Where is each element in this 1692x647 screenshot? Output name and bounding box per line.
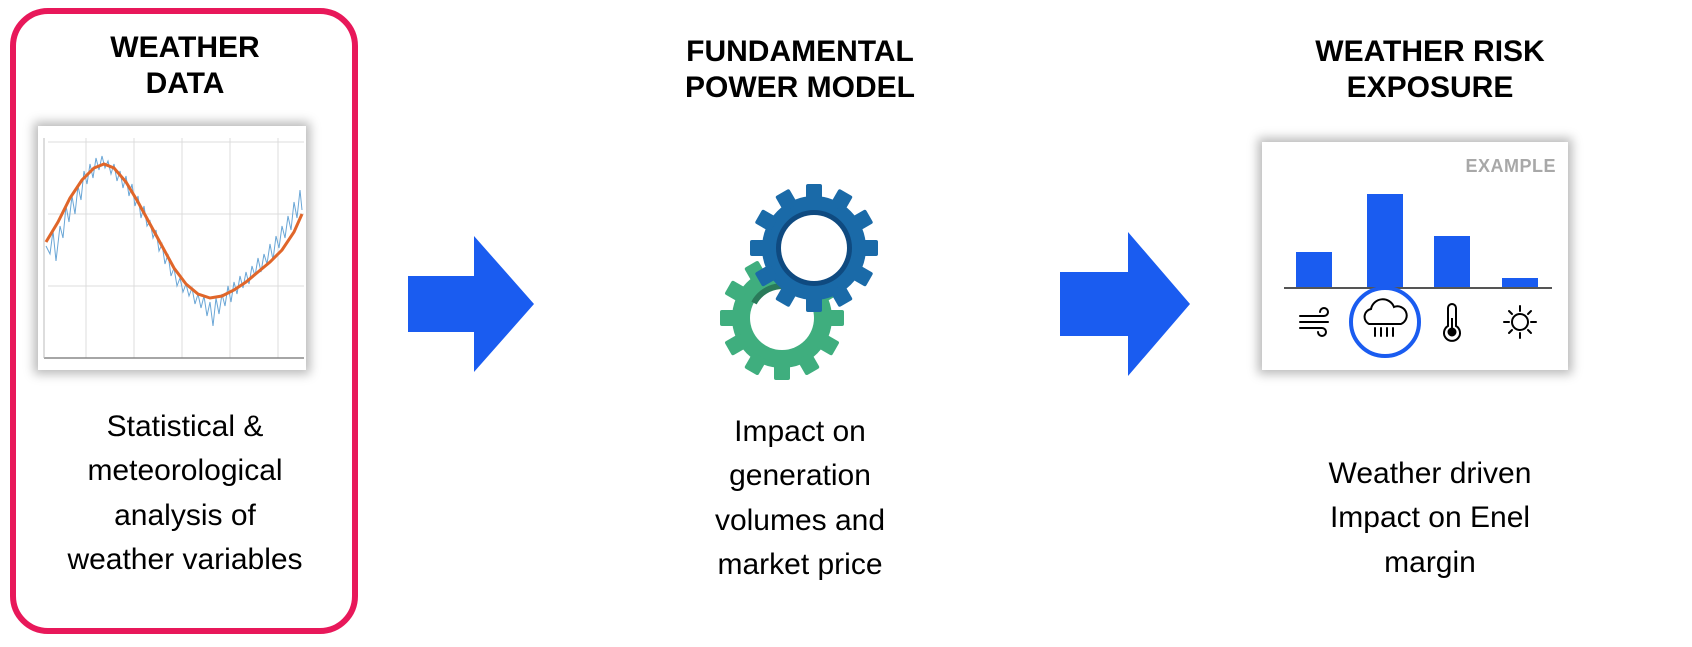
bar-rain bbox=[1367, 194, 1403, 288]
rain-cloud-icon bbox=[1363, 298, 1408, 337]
smoothed-trend-line bbox=[44, 162, 304, 300]
bar-wind bbox=[1296, 252, 1332, 288]
sun-icon bbox=[1503, 305, 1537, 339]
exposure-example-card: EXAMPLE bbox=[1262, 142, 1568, 370]
weather-data-title: WEATHER DATA bbox=[110, 31, 260, 100]
power-model-description: Impact on generation volumes and market … bbox=[714, 415, 886, 582]
highlight-circle bbox=[1349, 286, 1421, 358]
highlight-frame bbox=[10, 8, 358, 634]
wind-icon bbox=[1299, 307, 1329, 337]
risk-exposure-title: WEATHER RISK EXPOSURE bbox=[1315, 35, 1545, 104]
right-arrow-icon bbox=[408, 236, 534, 372]
exposure-bar-chart bbox=[1284, 194, 1552, 358]
weather-timeseries-thumbnail bbox=[38, 126, 306, 370]
thermometer-icon bbox=[1443, 303, 1461, 342]
gears-icon bbox=[720, 184, 878, 380]
daily-noise-line bbox=[45, 155, 303, 327]
right-arrow-icon bbox=[1060, 232, 1190, 376]
bar-temperature bbox=[1434, 236, 1470, 288]
weather-data-description: Statistical & meteorological analysis of… bbox=[67, 410, 303, 577]
weather-timeseries-chart bbox=[43, 138, 304, 359]
risk-exposure-description: Weather driven Impact on Enel margin bbox=[1328, 457, 1532, 579]
power-model-title: FUNDAMENTAL POWER MODEL bbox=[685, 35, 915, 104]
bar-sun bbox=[1502, 278, 1538, 288]
blue-gear-icon bbox=[750, 184, 878, 312]
example-label: EXAMPLE bbox=[1465, 156, 1556, 176]
